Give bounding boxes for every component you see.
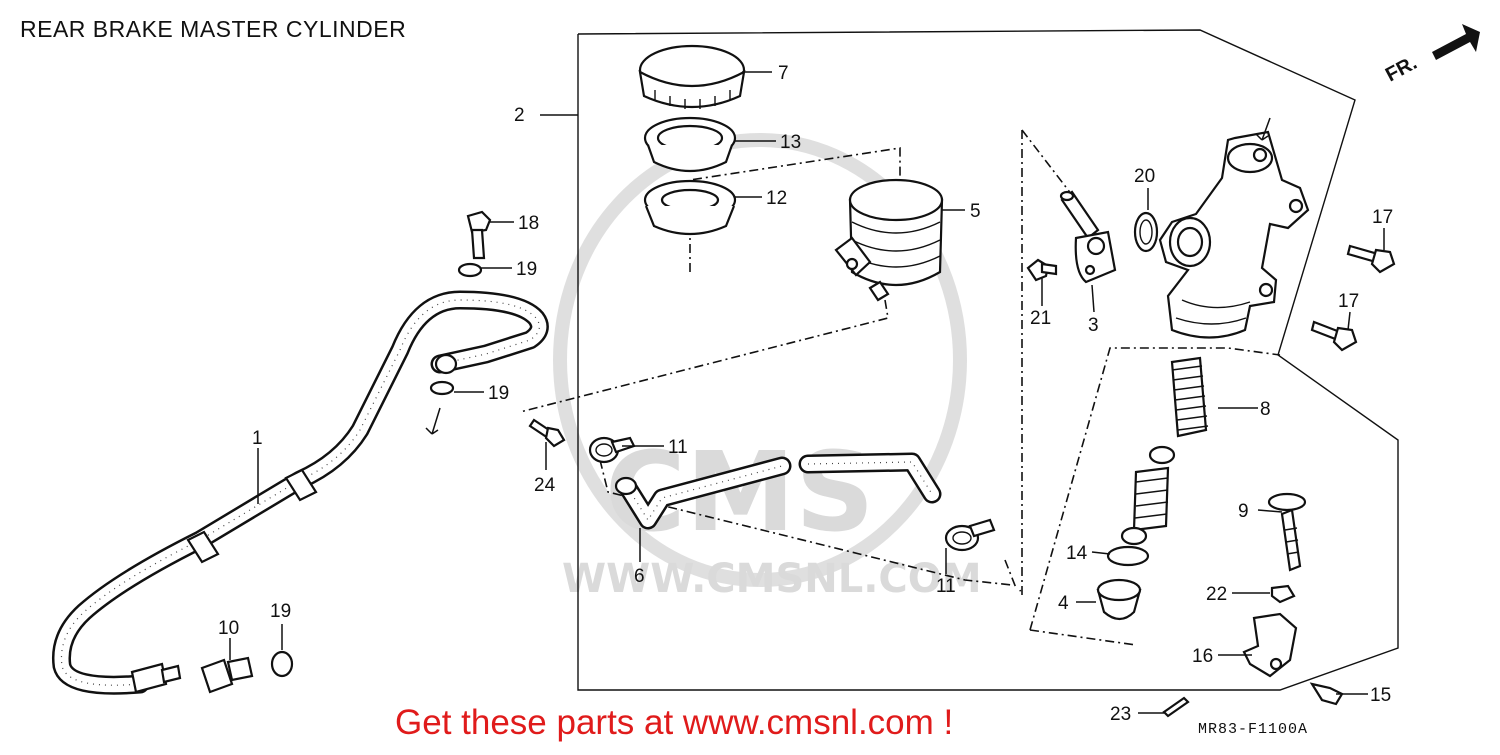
cotter-pin bbox=[1162, 696, 1190, 718]
watermark-brand: CMS bbox=[605, 428, 874, 556]
callout-4: 4 bbox=[1058, 593, 1069, 614]
clevis-pin bbox=[1309, 682, 1344, 706]
callout-8: 8 bbox=[1260, 399, 1271, 420]
push-rod bbox=[1267, 492, 1307, 572]
callout-17-upper: 17 bbox=[1372, 207, 1393, 228]
nut bbox=[1270, 584, 1296, 604]
part-callouts: 2 7 13 12 5 20 3 21 17 17 8 9 22 16 15 2… bbox=[218, 63, 1393, 725]
circlip bbox=[1106, 545, 1150, 567]
clevis bbox=[1242, 612, 1298, 678]
hose-joint bbox=[1059, 190, 1117, 284]
diagram-title: REAR BRAKE MASTER CYLINDER bbox=[20, 16, 407, 42]
front-direction-indicator: FR. bbox=[1382, 24, 1480, 86]
fr-label: FR. bbox=[1382, 52, 1421, 87]
callout-17-lower: 17 bbox=[1338, 291, 1359, 312]
callout-16: 16 bbox=[1192, 646, 1213, 667]
diaphragm bbox=[643, 179, 737, 236]
callout-19-top: 19 bbox=[516, 259, 537, 280]
callout-3: 3 bbox=[1088, 315, 1099, 336]
callout-14: 14 bbox=[1066, 543, 1088, 564]
screw-21 bbox=[1026, 258, 1058, 282]
callout-24: 24 bbox=[534, 475, 556, 496]
callout-23: 23 bbox=[1110, 704, 1131, 725]
callout-18: 18 bbox=[518, 213, 539, 234]
callout-21: 21 bbox=[1030, 308, 1051, 329]
assembly-frame bbox=[577, 29, 1399, 691]
callout-7: 7 bbox=[778, 63, 789, 84]
reservoir-hose bbox=[614, 452, 942, 530]
bolt-17-lower bbox=[1310, 320, 1358, 352]
callout-13: 13 bbox=[780, 132, 801, 153]
bolt-24 bbox=[528, 418, 566, 448]
callout-6: 6 bbox=[634, 566, 645, 587]
leader-lines bbox=[229, 71, 1385, 714]
callout-19-bottom: 19 bbox=[270, 601, 291, 622]
reservoir bbox=[834, 178, 944, 302]
callout-5: 5 bbox=[970, 201, 981, 222]
diagram-code: MR83-F1100A bbox=[1198, 721, 1309, 738]
brake-hose bbox=[51, 290, 549, 695]
clamp-11-lower bbox=[944, 518, 996, 552]
piston-kit bbox=[1120, 356, 1209, 546]
callout-2: 2 bbox=[514, 105, 525, 126]
diaphragm-plate bbox=[643, 116, 737, 172]
o-ring bbox=[1133, 211, 1159, 253]
watermark: CMS WWW.CMSNL.COM bbox=[553, 133, 982, 602]
banjo-fitting bbox=[200, 656, 254, 694]
direction-arrow-small bbox=[425, 407, 441, 435]
callout-22: 22 bbox=[1206, 584, 1227, 605]
callout-11-lower: 11 bbox=[936, 576, 956, 597]
callout-15: 15 bbox=[1370, 685, 1391, 706]
callout-10: 10 bbox=[218, 618, 239, 639]
bolt-17-upper bbox=[1346, 244, 1396, 274]
callout-12: 12 bbox=[766, 188, 787, 209]
bolt-18 bbox=[466, 210, 492, 260]
reservoir-cap bbox=[638, 44, 746, 109]
washer-19-bottom bbox=[270, 650, 294, 678]
boot bbox=[1096, 578, 1142, 621]
callout-20: 20 bbox=[1134, 166, 1155, 187]
callout-11-upper: 11 bbox=[668, 437, 688, 458]
watermark-url: WWW.CMSNL.COM bbox=[562, 556, 982, 602]
callout-19-mid: 19 bbox=[488, 383, 509, 404]
washer-19-top bbox=[457, 262, 483, 278]
cta-link[interactable]: Get these parts at www.cmsnl.com ! bbox=[395, 703, 954, 742]
clamp-11-upper bbox=[588, 436, 636, 464]
master-cylinder-body bbox=[1158, 117, 1310, 339]
callout-1: 1 bbox=[252, 428, 263, 449]
washer-19-mid bbox=[429, 380, 455, 396]
callout-9: 9 bbox=[1238, 501, 1249, 522]
